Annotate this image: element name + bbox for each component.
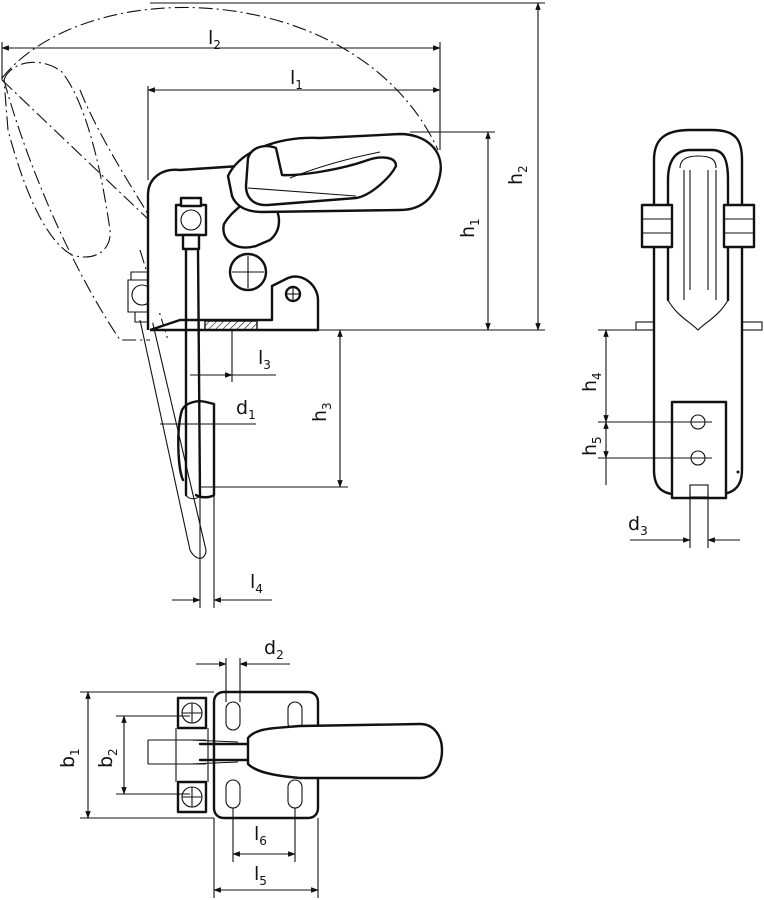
label-symbol: l <box>290 67 295 89</box>
label-subscript: 1 <box>248 408 256 422</box>
label-subscript: 4 <box>590 372 604 380</box>
label-symbol: h <box>457 226 479 238</box>
top-view: b1 b2 d2 l6 l5 <box>57 637 444 898</box>
label-symbol: b <box>57 756 79 768</box>
label-subscript: 5 <box>590 436 604 444</box>
dimension-label-b2: b2 <box>95 748 120 768</box>
slot <box>225 701 241 731</box>
side-view: l2 l1 h2 h1 h3 l3 d1 l4 <box>1 2 545 608</box>
dimension-label-d1: d1 <box>236 397 256 422</box>
dimension-label-b1: b1 <box>57 748 82 768</box>
clamp-block <box>670 400 728 500</box>
dimension-label-l5: l5 <box>254 863 267 888</box>
label-symbol: l <box>250 571 255 593</box>
top-handle <box>246 722 444 780</box>
dimension-label-h5: h5 <box>579 436 604 456</box>
label-subscript: 5 <box>259 874 267 888</box>
label-symbol: l <box>254 863 259 885</box>
dimension-label-h2: h2 <box>505 165 530 185</box>
dimension-label-d3: d3 <box>628 513 648 538</box>
label-symbol: h <box>309 410 331 422</box>
label-subscript: 3 <box>640 524 648 538</box>
label-symbol: l <box>258 347 263 369</box>
dimension-label-l2: l2 <box>208 27 221 52</box>
dimension-label-d2: d2 <box>264 637 284 662</box>
dimension-label-l1: l1 <box>290 67 303 92</box>
base-plate <box>149 275 320 332</box>
dimension-label-h3: h3 <box>309 402 334 422</box>
label-symbol: h <box>579 380 601 392</box>
label-subscript: 4 <box>255 582 263 596</box>
label-symbol: b <box>95 756 117 768</box>
label-symbol: l <box>254 823 259 845</box>
label-subscript: 1 <box>468 218 482 226</box>
label-subscript: 3 <box>320 402 334 410</box>
dimension-label-l4: l4 <box>250 571 263 596</box>
label-symbol: d <box>264 637 276 659</box>
label-subscript: 1 <box>295 78 303 92</box>
label-subscript: 6 <box>259 834 267 848</box>
base-hatch <box>204 320 258 331</box>
front-view: h4 h5 d3 <box>579 128 763 548</box>
label-subscript: 2 <box>106 748 120 756</box>
dimension-label-h4: h4 <box>579 372 604 392</box>
label-symbol: d <box>236 397 248 419</box>
dimension-label-l3: l3 <box>258 347 271 372</box>
open-handle-phantom <box>1 61 207 559</box>
label-subscript: 2 <box>213 38 221 52</box>
label-symbol: h <box>505 173 527 185</box>
label-symbol: h <box>579 444 601 456</box>
label-subscript: 3 <box>263 358 271 372</box>
label-subscript: 2 <box>276 648 284 662</box>
label-symbol: d <box>628 513 640 535</box>
left-nut <box>640 203 674 249</box>
dimension-label-l6: l6 <box>254 823 267 848</box>
label-subscript: 1 <box>68 748 82 756</box>
spindle <box>174 196 216 500</box>
right-nut <box>722 203 756 249</box>
label-subscript: 2 <box>516 165 530 173</box>
dimension-label-h1: h1 <box>457 218 482 238</box>
label-symbol: l <box>208 27 213 49</box>
